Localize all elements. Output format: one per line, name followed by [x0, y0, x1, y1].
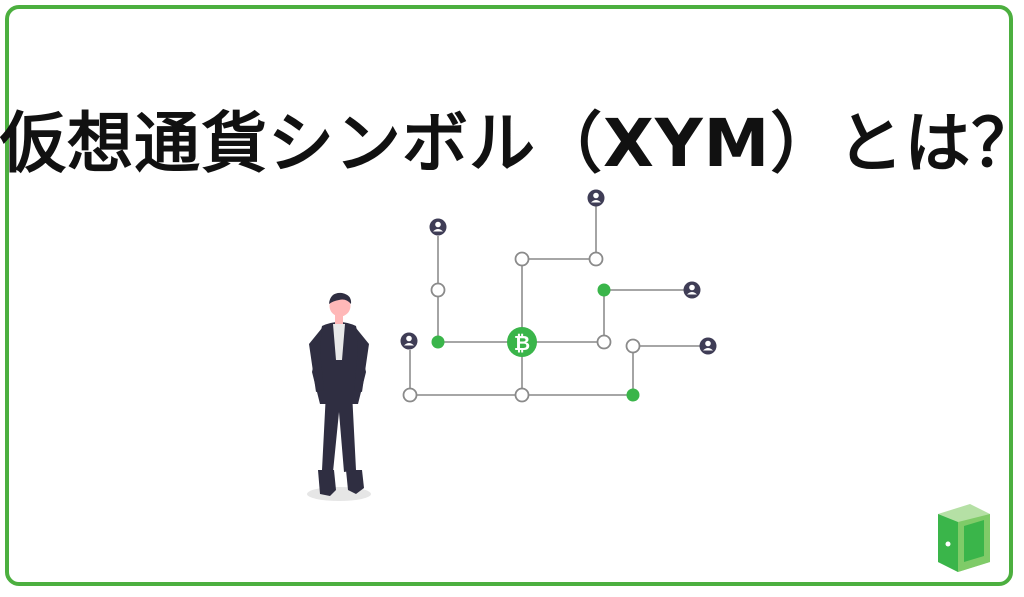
network-illustration: ₿ [307, 189, 717, 501]
user-icon [699, 337, 717, 355]
filled-nodes [431, 283, 640, 402]
standing-man-illustration [307, 292, 371, 501]
node-open [430, 282, 446, 298]
open-nodes [402, 251, 641, 403]
node-open [588, 251, 604, 267]
door-logo-icon [938, 504, 990, 572]
user-icon [683, 281, 701, 299]
node-open [625, 338, 641, 354]
bitcoin-icon: ₿ [507, 327, 537, 357]
card-frame [5, 5, 1013, 586]
user-icon [587, 189, 605, 207]
node-open [402, 387, 418, 403]
user-icon [400, 332, 418, 350]
node-open [514, 387, 530, 403]
page-title: 仮想通貨シンボル（XYM）とは？ [0, 105, 1024, 183]
network-lines [409, 206, 700, 396]
node-filled [431, 335, 445, 349]
node-open [596, 334, 612, 350]
svg-text:₿: ₿ [514, 331, 530, 355]
node-filled [626, 388, 640, 402]
node-open [514, 251, 530, 267]
node-filled [597, 283, 611, 297]
user-icon [429, 218, 447, 236]
